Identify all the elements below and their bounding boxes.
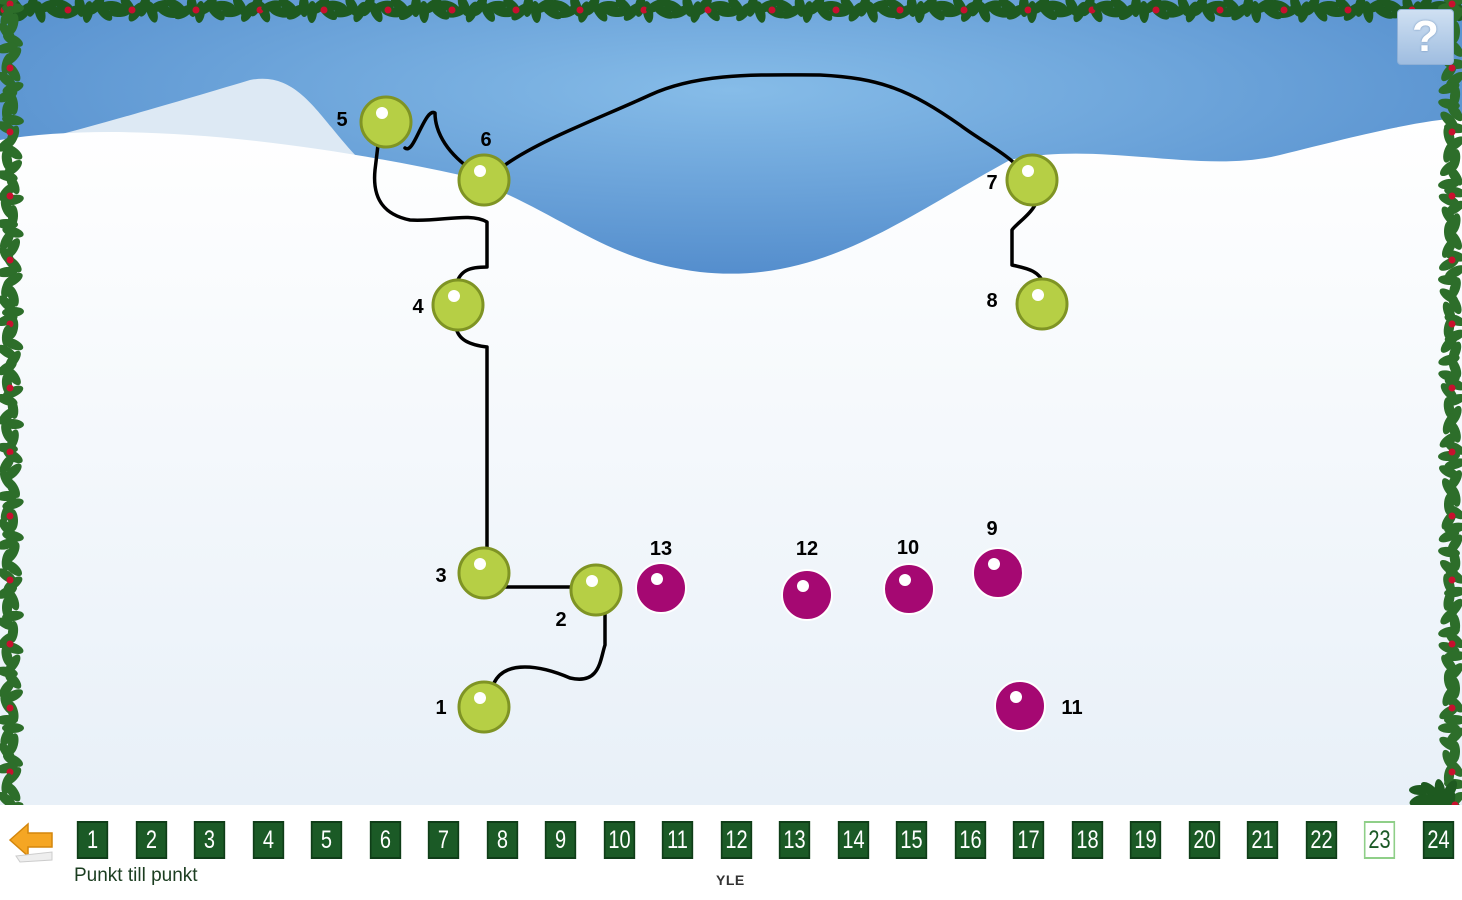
dot-highlight <box>1010 691 1022 703</box>
dot-2[interactable]: 2 <box>555 563 623 631</box>
dot-5[interactable]: 5 <box>336 95 413 149</box>
calendar-day-4[interactable]: 4 <box>252 821 284 859</box>
calendar-day-16[interactable]: 16 <box>954 821 986 859</box>
calendar-day-22[interactable]: 22 <box>1305 821 1337 859</box>
calendar-day-10[interactable]: 10 <box>603 821 635 859</box>
calendar-day-23[interactable]: 23 <box>1363 821 1396 859</box>
dot-number-label: 8 <box>986 290 997 312</box>
dot-11[interactable]: 11 <box>994 680 1083 732</box>
calendar-day-19[interactable]: 19 <box>1129 821 1162 859</box>
calendar-day-20[interactable]: 20 <box>1188 821 1220 859</box>
dot-number-label: 9 <box>986 518 997 540</box>
calendar-day-9[interactable]: 9 <box>544 821 577 859</box>
dot-highlight <box>586 575 598 587</box>
dot-number-label: 12 <box>796 538 818 560</box>
yle-logo: YLE <box>716 872 745 888</box>
back-arrow-icon[interactable] <box>6 818 56 864</box>
dot-7[interactable]: 7 <box>986 153 1059 207</box>
calendar-day-11[interactable]: 11 <box>661 821 694 859</box>
calendar-day-14[interactable]: 14 <box>837 821 869 859</box>
calendar-day-8[interactable]: 8 <box>486 821 518 859</box>
holly-garland-border <box>0 0 1462 830</box>
dot-6[interactable]: 6 <box>457 129 511 207</box>
game-title: Punkt till punkt <box>74 865 198 886</box>
dot-number-label: 2 <box>555 609 566 631</box>
calendar-day-6[interactable]: 6 <box>369 821 401 859</box>
dot-ball[interactable] <box>994 680 1046 732</box>
dot-12[interactable]: 12 <box>781 538 833 621</box>
dot-number-label: 3 <box>435 565 446 587</box>
dot-ball[interactable] <box>457 546 511 600</box>
calendar-day-12[interactable]: 12 <box>720 821 752 859</box>
dot-3[interactable]: 3 <box>435 546 511 600</box>
dot-ball[interactable] <box>457 153 511 207</box>
dot-13[interactable]: 13 <box>635 538 687 614</box>
dot-number-label: 5 <box>336 109 347 131</box>
snow-ground <box>0 118 1462 805</box>
dot-highlight <box>474 558 486 570</box>
dot-ball[interactable] <box>359 95 413 149</box>
dot-highlight <box>376 107 388 119</box>
dot-ball[interactable] <box>569 563 623 617</box>
dot-highlight <box>797 580 809 592</box>
dot-number-label: 1 <box>435 697 446 719</box>
help-button[interactable]: ? <box>1397 9 1454 65</box>
dot-highlight <box>651 573 663 585</box>
calendar-day-18[interactable]: 18 <box>1071 821 1103 859</box>
dot-number-label: 6 <box>480 129 491 151</box>
calendar-day-3[interactable]: 3 <box>193 821 226 859</box>
drawn-line <box>372 73 1046 685</box>
dot-ball[interactable] <box>883 563 935 615</box>
dot-highlight <box>899 574 911 586</box>
dot-ball[interactable] <box>431 278 485 332</box>
dot-10[interactable]: 10 <box>883 537 935 615</box>
dot-ball[interactable] <box>1005 153 1059 207</box>
dot-number-label: 11 <box>1061 697 1082 719</box>
dot-ball[interactable] <box>972 547 1024 599</box>
calendar-day-2[interactable]: 2 <box>135 821 167 859</box>
dot-ball[interactable] <box>1015 277 1069 331</box>
dot-highlight <box>1022 165 1034 177</box>
dot-highlight <box>474 165 486 177</box>
calendar-day-13[interactable]: 13 <box>778 821 811 859</box>
calendar-day-15[interactable]: 15 <box>895 821 928 859</box>
dot-ball[interactable] <box>635 562 687 614</box>
calendar-day-17[interactable]: 17 <box>1012 821 1045 859</box>
dot-number-label: 10 <box>897 537 919 559</box>
calendar-day-7[interactable]: 7 <box>427 821 460 859</box>
dot-1[interactable]: 1 <box>435 680 511 734</box>
calendar-day-1[interactable]: 1 <box>76 821 109 859</box>
dot-highlight <box>988 558 1000 570</box>
dot-4[interactable]: 4 <box>412 278 485 332</box>
dot-highlight <box>474 692 486 704</box>
calendar-day-5[interactable]: 5 <box>310 821 343 859</box>
calendar-day-24[interactable]: 24 <box>1422 821 1454 859</box>
dot-highlight <box>448 290 460 302</box>
dot-number-label: 13 <box>650 538 672 560</box>
dot-9[interactable]: 9 <box>972 518 1024 599</box>
dot-ball[interactable] <box>781 569 833 621</box>
dot-highlight <box>1032 289 1044 301</box>
calendar-day-21[interactable]: 21 <box>1246 821 1279 859</box>
dot-number-label: 7 <box>986 172 997 194</box>
dot-8[interactable]: 8 <box>986 277 1069 331</box>
dot-number-label: 4 <box>412 296 424 318</box>
dot-ball[interactable] <box>457 680 511 734</box>
